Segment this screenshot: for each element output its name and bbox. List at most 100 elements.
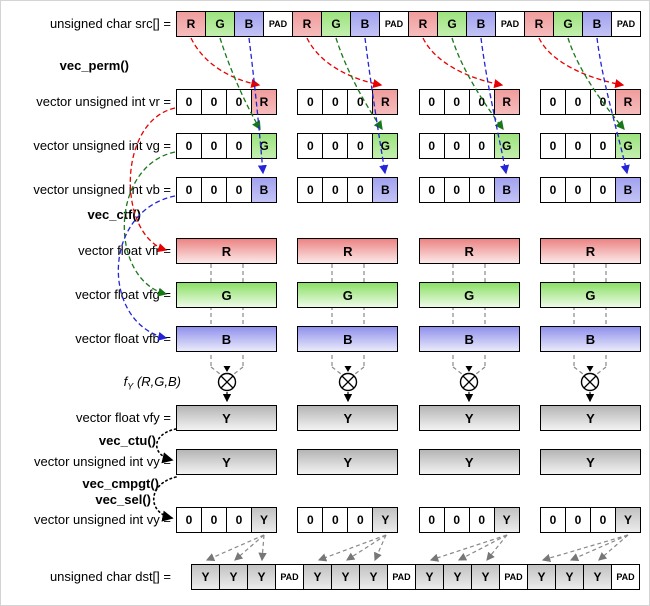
vector-float-bar-y: Y bbox=[418, 405, 520, 431]
label-vr: vector unsigned int vr = bbox=[36, 94, 171, 109]
label-vg: vector unsigned int vg = bbox=[33, 138, 171, 153]
cell-y: Y bbox=[583, 564, 612, 590]
cell-y: Y bbox=[415, 564, 444, 590]
cell-g: G bbox=[251, 133, 277, 159]
cell-r: R bbox=[251, 89, 277, 115]
cell-b: B bbox=[350, 11, 380, 37]
cell-0: 0 bbox=[418, 133, 445, 159]
operator-to-vfy-arrows bbox=[222, 392, 595, 403]
label-dst-array: unsigned char dst[] = bbox=[49, 569, 171, 584]
vector-float-bar-y: Y bbox=[418, 449, 520, 475]
perm-arrows-red bbox=[190, 37, 625, 89]
cell-0: 0 bbox=[468, 89, 495, 115]
cell-y: Y bbox=[219, 564, 248, 590]
cell-r: R bbox=[493, 89, 520, 115]
cell-0: 0 bbox=[539, 89, 566, 115]
cell-0: 0 bbox=[468, 177, 495, 203]
cell-0: 0 bbox=[226, 177, 252, 203]
cell-y: Y bbox=[443, 564, 472, 590]
label-vfb: vector float vfb = bbox=[75, 331, 171, 346]
cell-b: B bbox=[614, 177, 641, 203]
cell-0: 0 bbox=[347, 89, 374, 115]
cell-0: 0 bbox=[589, 177, 616, 203]
cell-0: 0 bbox=[539, 133, 566, 159]
cell-g: G bbox=[437, 11, 467, 37]
vector-float-bar-y: Y bbox=[176, 449, 277, 475]
cell-0: 0 bbox=[564, 89, 591, 115]
vector-float-bar-g: G bbox=[539, 282, 641, 308]
vector-float-bar-b: B bbox=[539, 326, 641, 352]
cell-g: G bbox=[553, 11, 583, 37]
vector-float-bar-g: G bbox=[297, 282, 399, 308]
cell-0: 0 bbox=[443, 89, 470, 115]
cell-b: B bbox=[251, 177, 277, 203]
cell-y: Y bbox=[614, 507, 641, 533]
cell-pad: PAD bbox=[611, 11, 641, 37]
cell-0: 0 bbox=[297, 133, 324, 159]
cell-b: B bbox=[372, 177, 399, 203]
perm-arrows-green bbox=[219, 37, 625, 131]
cell-b: B bbox=[493, 177, 520, 203]
cell-pad: PAD bbox=[387, 564, 416, 590]
label-src-array: unsigned char src[] = bbox=[49, 16, 171, 31]
cell-y: Y bbox=[331, 564, 360, 590]
cell-0: 0 bbox=[176, 89, 202, 115]
cell-pad: PAD bbox=[275, 564, 304, 590]
cell-0: 0 bbox=[201, 507, 227, 533]
cell-y: Y bbox=[555, 564, 584, 590]
label-vec-ctu: vec_ctu() bbox=[98, 433, 156, 448]
cell-0: 0 bbox=[226, 89, 252, 115]
vector-float-bar-y: Y bbox=[297, 405, 399, 431]
cell-0: 0 bbox=[201, 177, 227, 203]
label-vfr: vector float vfr = bbox=[78, 243, 171, 258]
cell-r: R bbox=[408, 11, 438, 37]
cell-0: 0 bbox=[176, 133, 202, 159]
cell-0: 0 bbox=[443, 133, 470, 159]
cell-0: 0 bbox=[176, 177, 202, 203]
fy-subscript: Y bbox=[127, 381, 134, 392]
cell-pad: PAD bbox=[611, 564, 640, 590]
cell-y: Y bbox=[247, 564, 276, 590]
label-vec-perm: vec_perm() bbox=[59, 58, 129, 73]
multiply-operator-icons bbox=[217, 372, 600, 392]
cell-0: 0 bbox=[322, 177, 349, 203]
vector-float-bar-r: R bbox=[176, 238, 277, 264]
label-vy: vector unsigned int vy = bbox=[34, 454, 171, 469]
cell-0: 0 bbox=[468, 507, 495, 533]
vector-float-bar-r: R bbox=[297, 238, 399, 264]
label-vec-ctf: vec_ctf() bbox=[87, 207, 141, 222]
label-vec-cmpgt: vec_cmpgt() bbox=[82, 476, 159, 491]
cell-r: R bbox=[176, 11, 206, 37]
cell-g: G bbox=[493, 133, 520, 159]
cell-0: 0 bbox=[418, 507, 445, 533]
vector-float-bar-b: B bbox=[176, 326, 277, 352]
pack-arrows-to-dst bbox=[205, 534, 629, 562]
cell-0: 0 bbox=[297, 507, 324, 533]
cell-0: 0 bbox=[418, 177, 445, 203]
vector-float-bar-y: Y bbox=[539, 449, 641, 475]
vector-float-bar-r: R bbox=[418, 238, 520, 264]
cell-b: B bbox=[466, 11, 496, 37]
cell-g: G bbox=[372, 133, 399, 159]
vector-float-bar-g: G bbox=[418, 282, 520, 308]
vector-float-bar-y: Y bbox=[297, 449, 399, 475]
label-vfg: vector float vfg = bbox=[75, 287, 171, 302]
cell-y: Y bbox=[493, 507, 520, 533]
cell-y: Y bbox=[303, 564, 332, 590]
